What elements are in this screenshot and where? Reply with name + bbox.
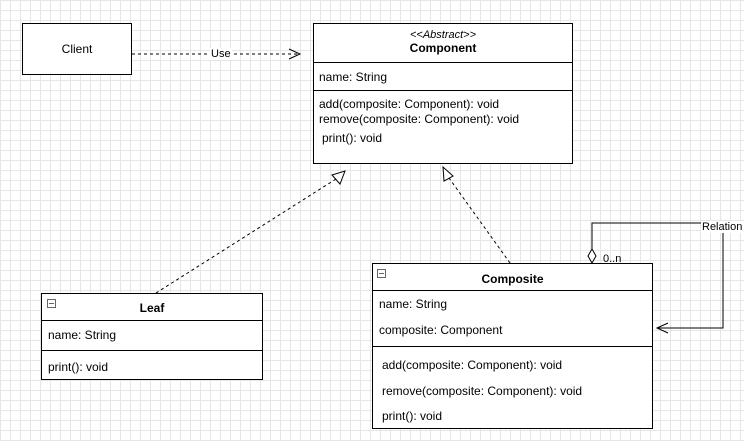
composite-attributes-divider [373,346,652,347]
use-edge-label: Use [210,48,232,60]
leaf-attributes-divider [42,350,262,351]
composite-realization-edge[interactable] [442,165,511,264]
component-method: add(composite: Component): void [319,97,500,111]
multiplicity-source-label: 0..n [603,253,622,265]
client-label: Client [61,42,93,56]
client-box[interactable]: Client [22,23,132,75]
leaf-collapse-icon[interactable] [47,299,56,308]
leaf-title: Leaf [139,301,165,315]
composite-method: print(): void [382,409,443,423]
composite-collapse-icon[interactable] [377,269,386,278]
leaf-method: print(): void [48,360,109,374]
component-method: print(): void [322,131,383,145]
leaf-realization-edge[interactable] [155,170,346,294]
component-title: Component [409,41,477,55]
component-attribute: name: String [319,70,388,84]
component-attributes-divider [314,90,572,91]
composite-attribute: composite: Component [379,323,503,337]
component-header-divider [314,62,572,63]
component-method: remove(composite: Component): void [319,112,520,126]
composite-method: remove(composite: Component): void [382,384,583,398]
composite-title: Composite [481,272,544,286]
relation-edge-label: Relation [701,221,744,233]
component-stereotype: <<Abstract>> [409,29,477,41]
composite-method: add(composite: Component): void [382,358,563,372]
leaf-attribute: name: String [48,328,117,342]
composite-attribute: name: String [379,297,448,311]
leaf-class[interactable]: Leaf name: String print(): void [41,293,263,380]
component-class[interactable]: <<Abstract>> Component name: String add(… [313,23,573,164]
leaf-header-divider [42,320,262,321]
composite-class[interactable]: Composite name: String composite: Compon… [372,263,653,429]
composite-header-divider [373,290,652,291]
